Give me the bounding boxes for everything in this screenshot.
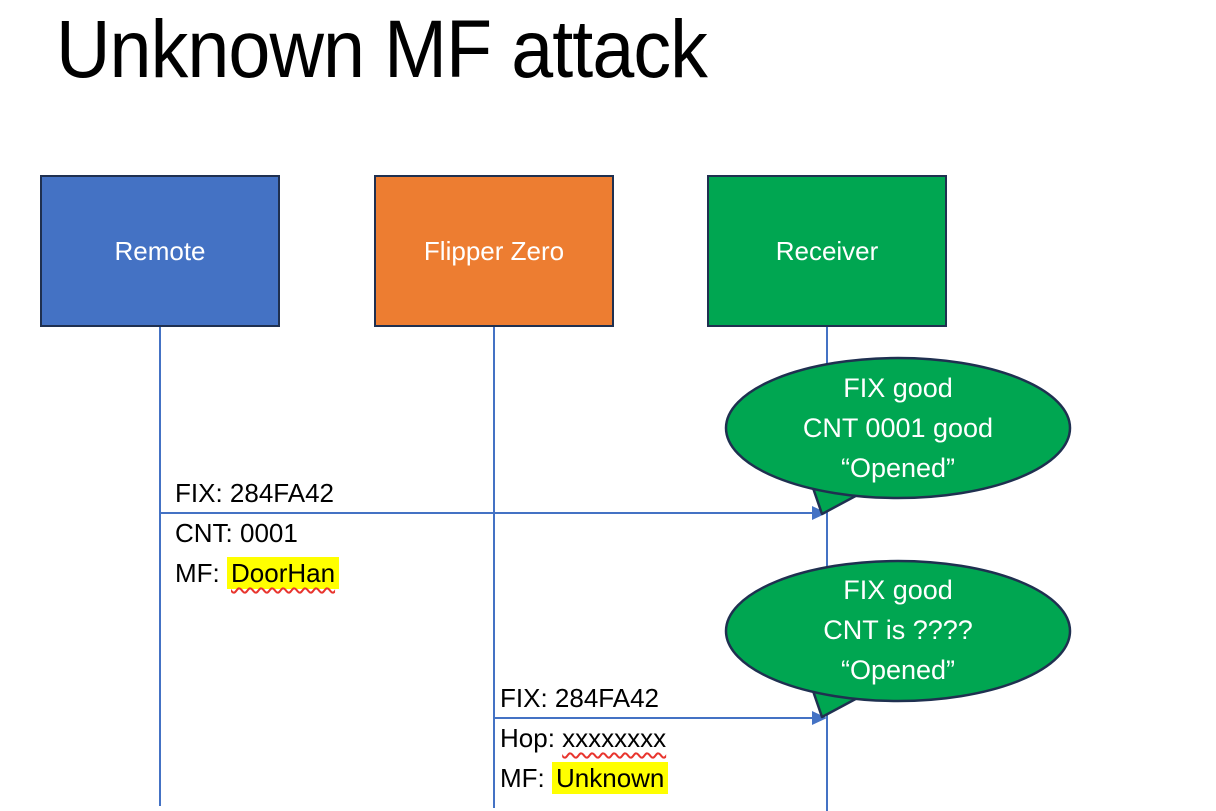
callout-line: CNT is ???? xyxy=(823,615,973,645)
message-row: FIX: 284FA42 xyxy=(500,678,668,718)
field-hop-prefix: Hop: xyxy=(500,723,563,753)
field-hop-value-squiggle: xxxxxxxx xyxy=(562,723,667,753)
field-mf-value-highlighted: DoorHan xyxy=(227,557,340,589)
lifeline-remote xyxy=(159,327,161,806)
message-row: MF: DoorHan xyxy=(175,553,340,593)
actor-label-flipper-zero: Flipper Zero xyxy=(423,235,565,266)
message-row: FIX: 284FA42 xyxy=(175,473,339,513)
message-2-label: FIX: 284FA42 Hop: xxxxxxxx MF: Unknown xyxy=(500,678,669,798)
field-fix: FIX: 284FA42 xyxy=(500,683,659,713)
actor-box-receiver: Receiver xyxy=(707,175,947,327)
callout-line: “Opened” xyxy=(840,655,956,685)
actor-label-receiver: Receiver xyxy=(775,235,879,266)
message-1-connector xyxy=(160,512,812,514)
callout-2-text: FIX good CNT is ???? “Opened” xyxy=(726,570,1070,690)
message-row: CNT: 0001 xyxy=(175,513,339,553)
actor-label-remote: Remote xyxy=(114,235,206,266)
actor-box-remote: Remote xyxy=(40,175,280,327)
message-1-label: FIX: 284FA42 CNT: 0001 MF: DoorHan xyxy=(175,473,340,593)
field-mf-prefix: MF: xyxy=(175,558,227,588)
field-mf-prefix: MF: xyxy=(500,763,552,793)
callout-line: FIX good xyxy=(843,575,953,605)
page-title: Unknown MF attack xyxy=(56,4,708,95)
speech-bubble-icon xyxy=(724,559,1072,719)
speech-bubble-icon xyxy=(724,356,1072,516)
callout-1-text: FIX good CNT 0001 good “Opened” xyxy=(726,368,1070,488)
callout-line: FIX good xyxy=(843,373,953,403)
callout-line: CNT 0001 good xyxy=(802,413,994,443)
callout-line: “Opened” xyxy=(840,453,956,483)
field-cnt: CNT: 0001 xyxy=(175,518,298,548)
lifeline-flipper-zero xyxy=(493,327,495,808)
message-2-connector xyxy=(494,717,812,719)
field-fix: FIX: 284FA42 xyxy=(175,478,334,508)
message-row: MF: Unknown xyxy=(500,758,669,798)
field-mf-value-highlighted: Unknown xyxy=(552,762,669,794)
message-row: Hop: xxxxxxxx xyxy=(500,718,668,758)
actor-box-flipper-zero: Flipper Zero xyxy=(374,175,614,327)
